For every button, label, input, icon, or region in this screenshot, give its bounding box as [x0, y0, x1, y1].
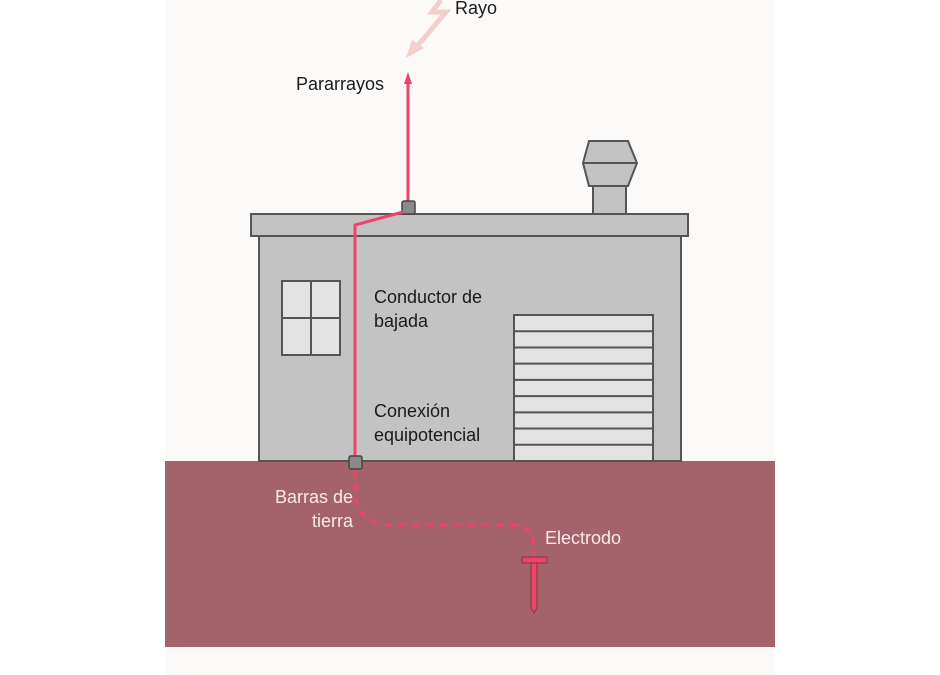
- ground-soil: [165, 461, 775, 647]
- label-rayo: Rayo: [455, 0, 497, 18]
- label-electrodo: Electrodo: [545, 528, 621, 548]
- air-terminal: [401, 72, 416, 215]
- label-down-conductor-1: Conductor de: [374, 287, 482, 307]
- building-roof: [250, 213, 689, 237]
- garage-door: [513, 314, 654, 462]
- air-terminal-base: [401, 200, 416, 215]
- label-pararrayos: Pararrayos: [296, 74, 384, 94]
- roof-vent: [581, 140, 639, 215]
- bonding-connector: [348, 455, 363, 470]
- label-bonding-2: equipotencial: [374, 425, 480, 445]
- window: [281, 280, 341, 356]
- label-ground-bars-1: Barras de: [275, 487, 353, 507]
- ground-electrode: [521, 556, 548, 614]
- label-down-conductor-2: bajada: [374, 311, 429, 331]
- down-conductor: [353, 210, 404, 457]
- label-ground-bars-2: tierra: [312, 511, 354, 531]
- buried-conductor: [353, 470, 536, 558]
- label-bonding-1: Conexión: [374, 401, 450, 421]
- lightning-bolt-icon: [406, 0, 452, 58]
